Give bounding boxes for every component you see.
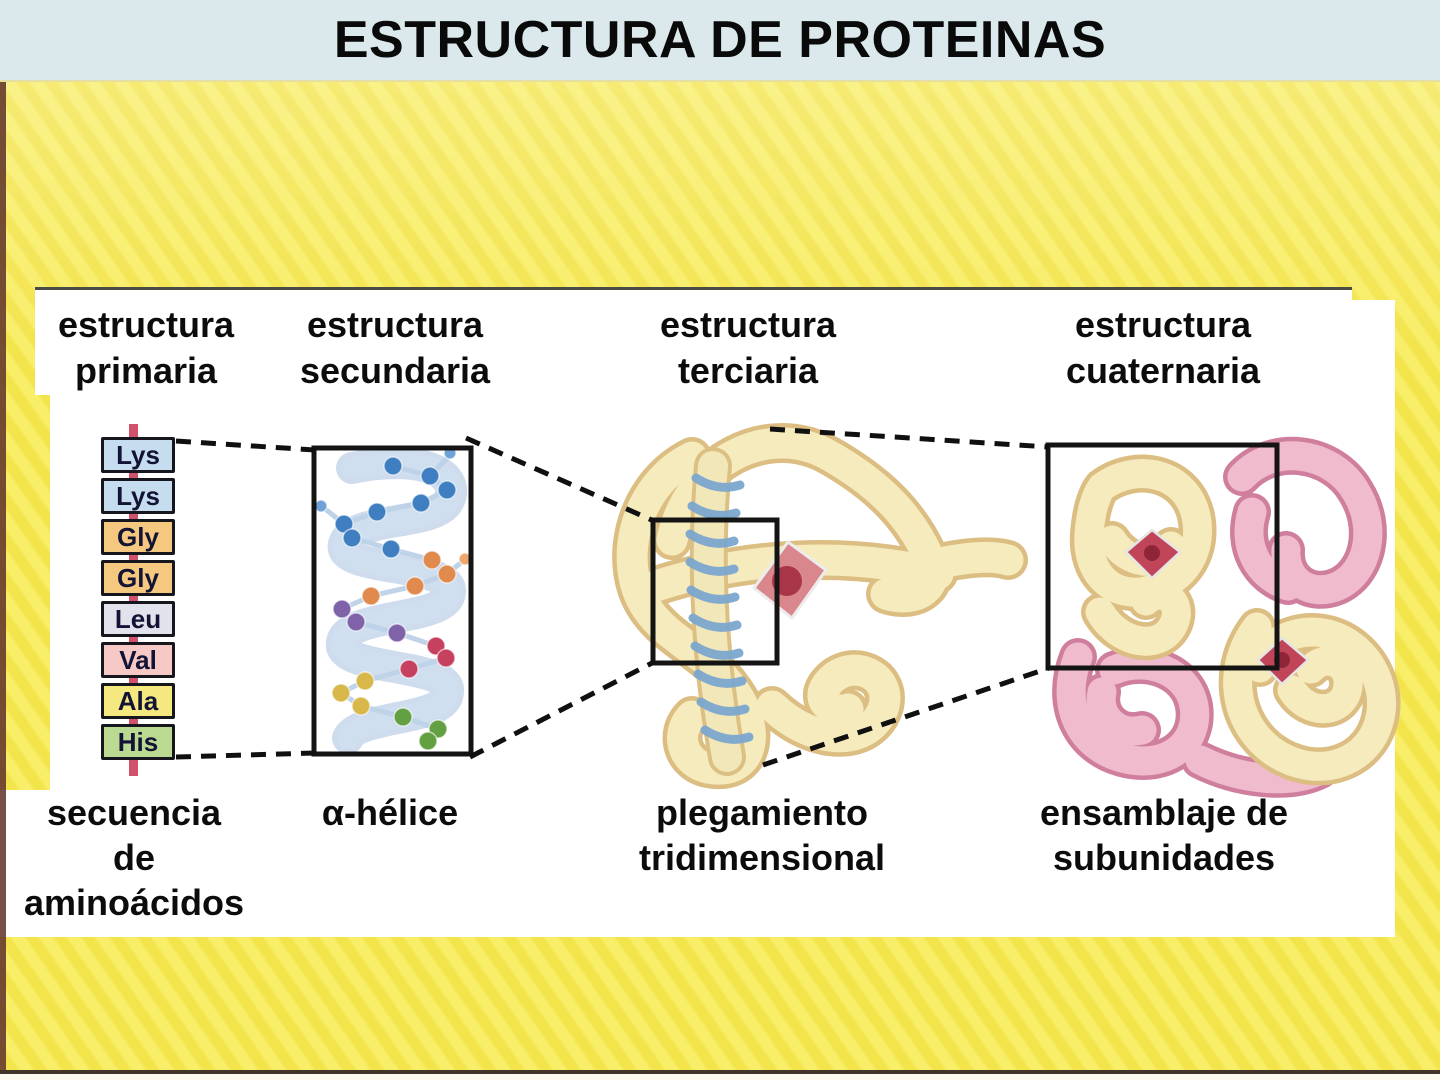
amino-acid-box: Val bbox=[101, 642, 175, 678]
backbone-line bbox=[129, 424, 138, 776]
slide-bottom-highlight bbox=[0, 1074, 1440, 1080]
page-title: ESTRUCTURA DE PROTEINAS bbox=[333, 11, 1107, 69]
amino-acid-box: Ala bbox=[101, 683, 175, 719]
amino-acid-chain: Lys Lys Gly Gly Leu Val Ala His bbox=[101, 437, 175, 765]
amino-acid-box: Leu bbox=[101, 601, 175, 637]
slide-left-edge bbox=[0, 82, 6, 1072]
amino-acid-box: Lys bbox=[101, 478, 175, 514]
column-header-primary: estructura primaria bbox=[57, 304, 235, 391]
caption-quaternary: ensamblaje de subunidades bbox=[1039, 792, 1289, 878]
amino-acid-box: Gly bbox=[101, 519, 175, 555]
column-header-secondary: estructura secundaria bbox=[299, 304, 491, 391]
amino-acid-box: Lys bbox=[101, 437, 175, 473]
amino-acid-box: Gly bbox=[101, 560, 175, 596]
amino-acid-box: His bbox=[101, 724, 175, 760]
caption-secondary: α-hélice bbox=[321, 792, 459, 833]
figure-caption-panel bbox=[0, 790, 285, 937]
slide-bottom-edge bbox=[0, 1070, 1440, 1074]
column-header-quaternary: estructura cuaternaria bbox=[1065, 304, 1261, 391]
title-bar: ESTRUCTURA DE PROTEINAS bbox=[0, 0, 1440, 82]
caption-tertiary: plegamiento tridimensional bbox=[638, 792, 886, 878]
caption-primary: secuencia de aminoácidos bbox=[23, 792, 245, 923]
column-header-tertiary: estructura terciaria bbox=[659, 304, 837, 391]
